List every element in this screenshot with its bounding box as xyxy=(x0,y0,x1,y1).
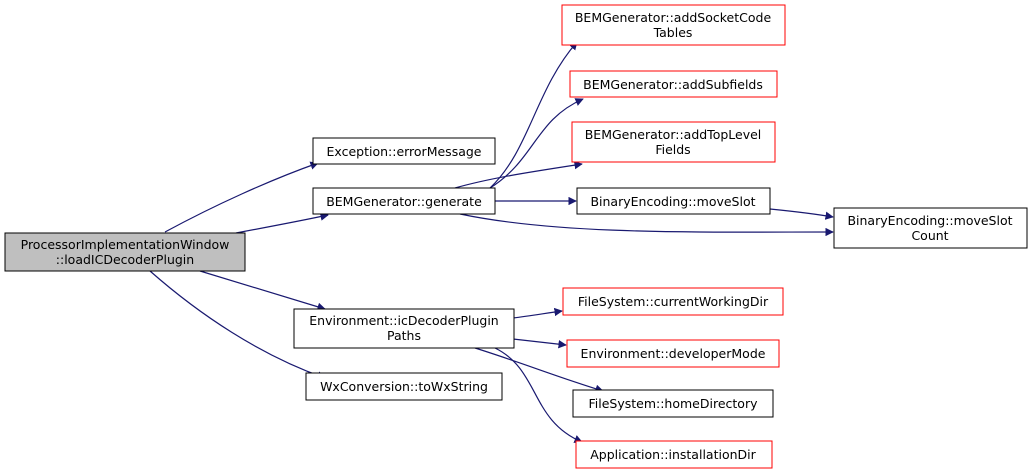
node-exception-errormessage[interactable]: Exception::errorMessage xyxy=(312,137,496,165)
node-application-installationdir[interactable]: Application::installationDir xyxy=(575,440,773,469)
edge-root-to-exception xyxy=(164,161,319,233)
edge-root-to-icdecoder xyxy=(199,270,326,311)
node-binaryencoding-moveslot-label: BinaryEncoding::moveSlot xyxy=(590,194,755,209)
edge-generate-to-moveslotcount xyxy=(459,213,834,237)
edge-generate-to-subfields xyxy=(489,98,584,189)
edge-icdecoder-to-home xyxy=(474,347,604,393)
node-bemgenerator-addsocketcodetables-line1: BEMGenerator::addSocketCode xyxy=(575,10,772,25)
node-environment-developermode-label: Environment::developerMode xyxy=(581,346,766,361)
node-bemgenerator-addsubfields[interactable]: BEMGenerator::addSubfields xyxy=(569,70,778,98)
node-root[interactable]: ProcessorImplementationWindow ::loadICDe… xyxy=(4,232,246,272)
node-filesystem-currentworkingdir-label: FileSystem::currentWorkingDir xyxy=(578,294,769,309)
node-binaryencoding-moveslotcount-line2: Count xyxy=(911,228,948,243)
node-filesystem-homedirectory[interactable]: FileSystem::homeDirectory xyxy=(572,389,774,418)
node-environment-developermode[interactable]: Environment::developerMode xyxy=(566,339,780,368)
node-bemgenerator-generate-label: BEMGenerator::generate xyxy=(326,194,482,209)
node-bemgenerator-generate[interactable]: BEMGenerator::generate xyxy=(312,187,496,215)
edge-generate-to-toplevel xyxy=(454,160,583,189)
node-binaryencoding-moveslot[interactable]: BinaryEncoding::moveSlot xyxy=(576,187,771,215)
edges xyxy=(149,41,834,443)
node-binaryencoding-moveslotcount-line1: BinaryEncoding::moveSlot xyxy=(847,213,1012,228)
node-environment-icdecoderpluginpaths-line2: Paths xyxy=(387,328,421,343)
node-exception-errormessage-label: Exception::errorMessage xyxy=(327,144,482,159)
node-bemgenerator-addtoplevelfields[interactable]: BEMGenerator::addTopLevel Fields xyxy=(571,121,776,163)
node-binaryencoding-moveslotcount[interactable]: BinaryEncoding::moveSlot Count xyxy=(833,207,1028,249)
node-bemgenerator-addsocketcodetables-line2: Tables xyxy=(653,25,693,40)
edge-root-to-generate xyxy=(235,212,329,234)
node-root-line2: ::loadICDecoderPlugin xyxy=(56,252,194,267)
node-wxconversion-towxstring[interactable]: WxConversion::toWxString xyxy=(305,372,503,401)
edge-icdecoder-to-cwd xyxy=(512,307,563,319)
node-environment-icdecoderpluginpaths-line1: Environment::icDecoderPlugin xyxy=(309,313,498,328)
node-bemgenerator-addtoplevelfields-line2: Fields xyxy=(655,142,690,157)
node-bemgenerator-addsubfields-label: BEMGenerator::addSubfields xyxy=(583,77,763,92)
edge-root-to-towx xyxy=(149,270,326,380)
node-filesystem-currentworkingdir[interactable]: FileSystem::currentWorkingDir xyxy=(562,287,784,316)
node-bemgenerator-addsocketcodetables[interactable]: BEMGenerator::addSocketCode Tables xyxy=(561,4,786,46)
edge-icdecoder-to-install xyxy=(494,347,583,443)
node-wxconversion-towxstring-label: WxConversion::toWxString xyxy=(320,379,488,394)
node-bemgenerator-addtoplevelfields-line1: BEMGenerator::addTopLevel xyxy=(585,127,762,142)
edge-generate-to-socket xyxy=(489,41,578,189)
node-application-installationdir-label: Application::installationDir xyxy=(590,447,756,462)
node-filesystem-homedirectory-label: FileSystem::homeDirectory xyxy=(588,396,758,411)
edge-icdecoder-to-devmode xyxy=(512,338,567,349)
node-environment-icdecoderpluginpaths[interactable]: Environment::icDecoderPlugin Paths xyxy=(293,308,515,349)
node-root-line1: ProcessorImplementationWindow xyxy=(21,237,230,252)
edge-moveslot-to-moveslotcount xyxy=(769,208,834,220)
